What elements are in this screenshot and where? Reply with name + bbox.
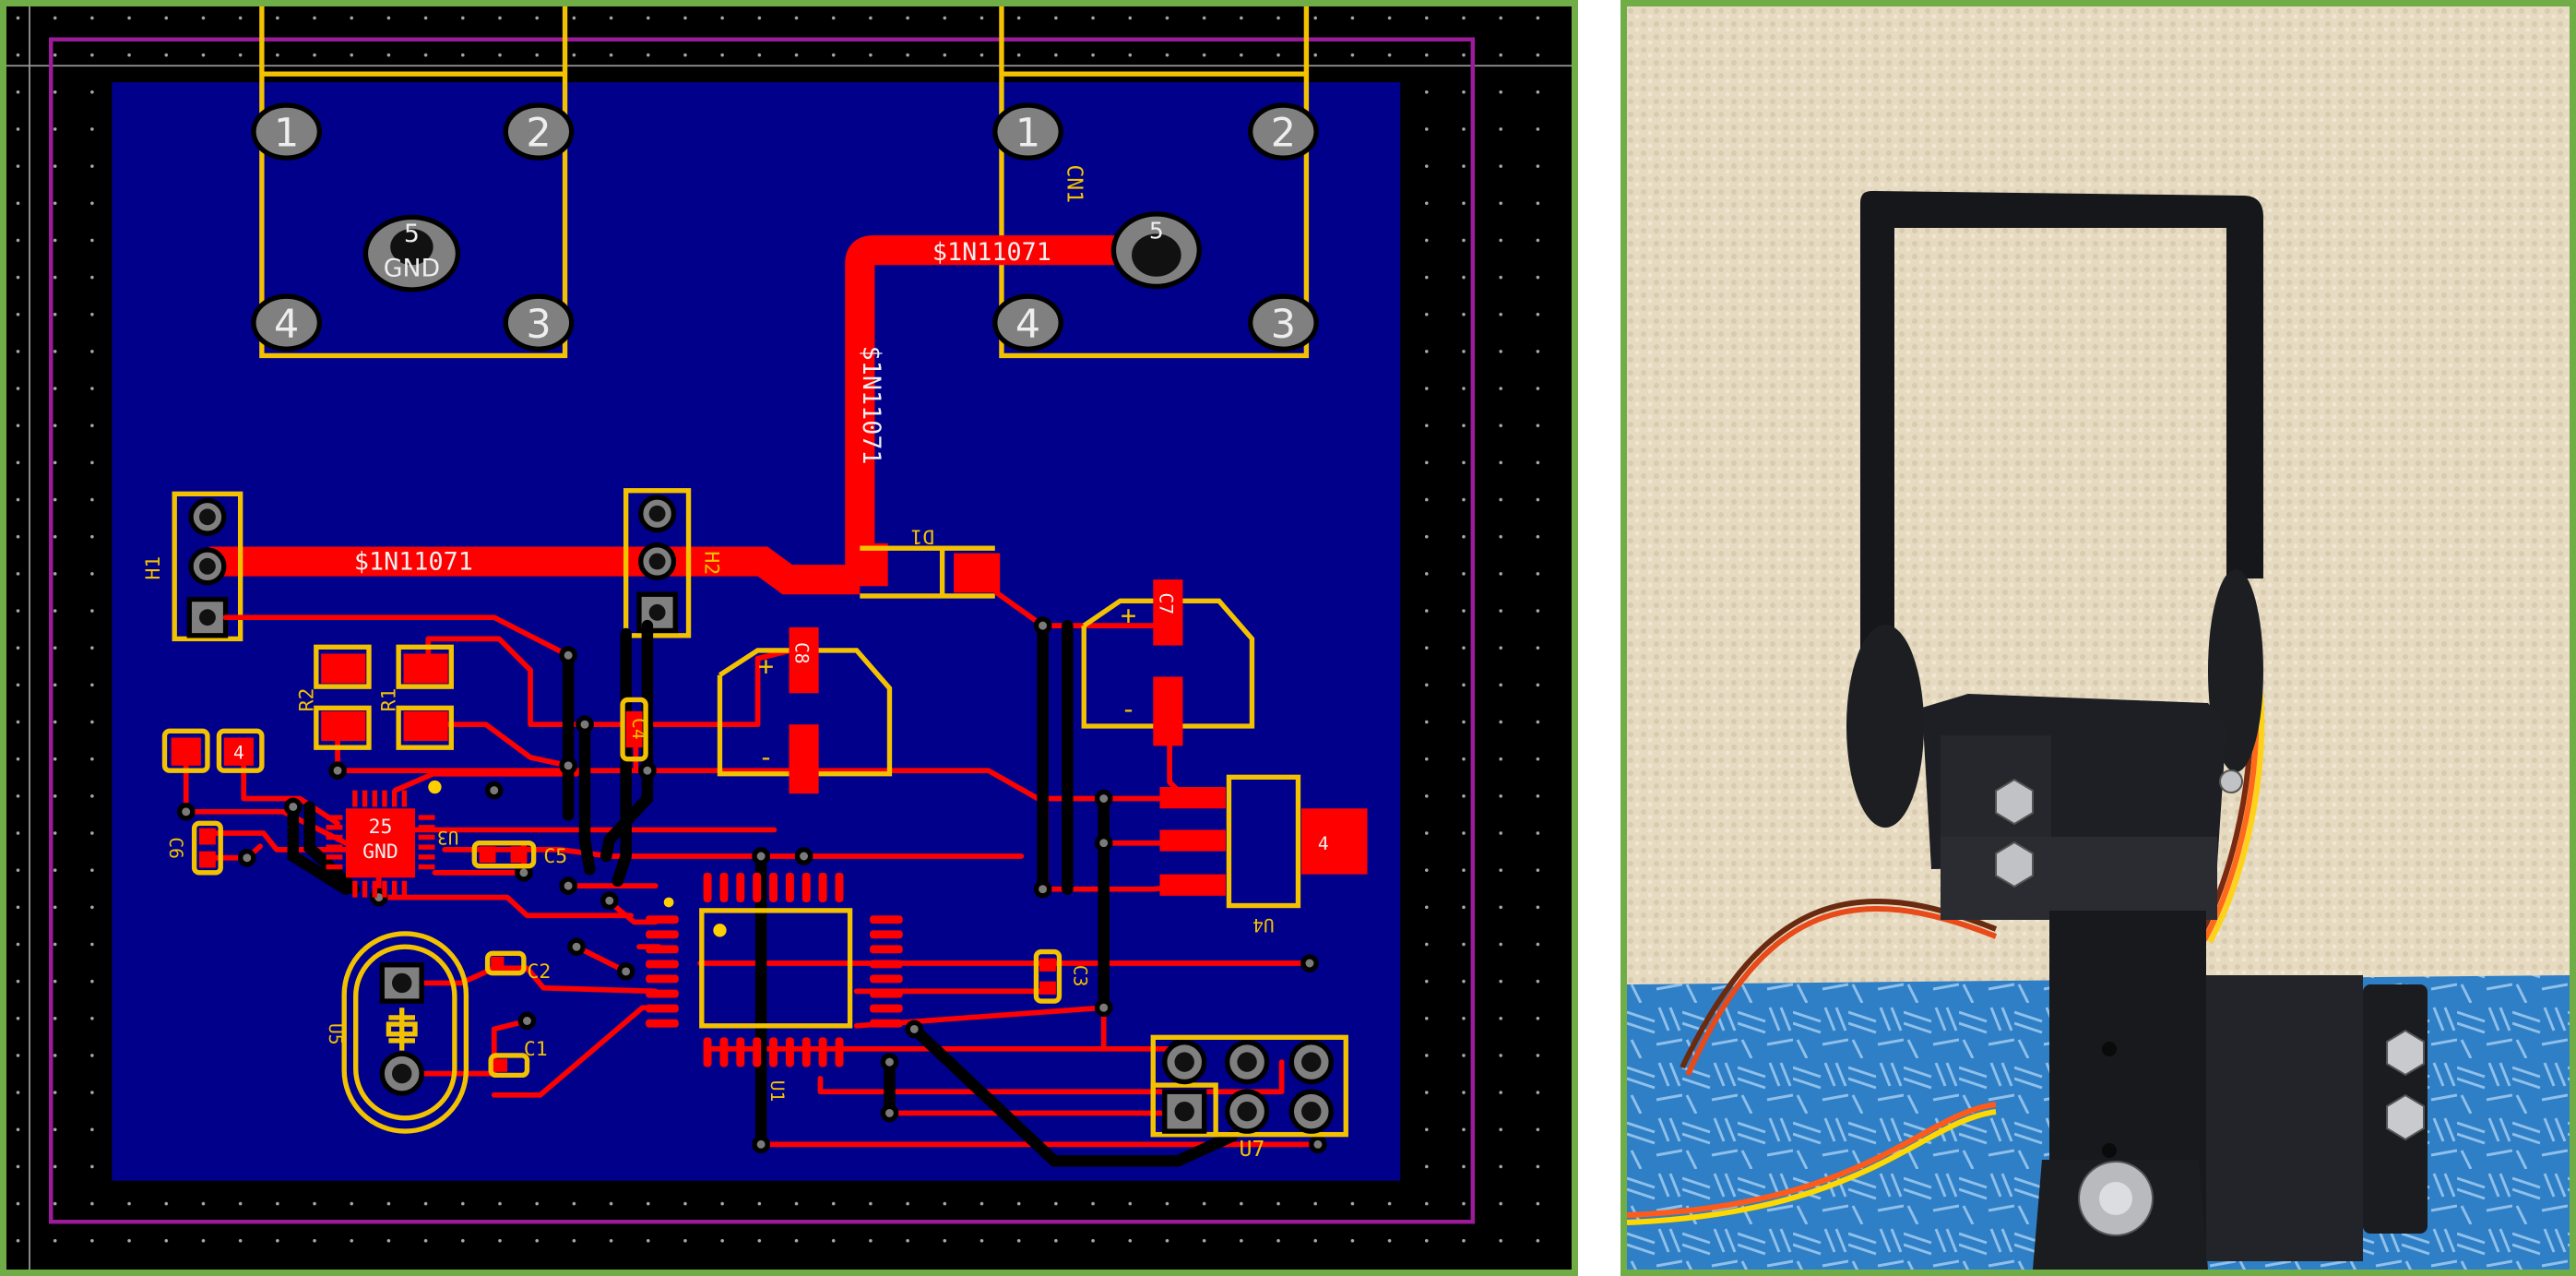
svg-text:D1: D1 xyxy=(910,525,934,548)
svg-text:C1: C1 xyxy=(524,1038,548,1061)
capacitor-c7: + - C7 xyxy=(1081,579,1255,746)
svg-text:2: 2 xyxy=(1271,111,1296,157)
svg-text:C8: C8 xyxy=(791,642,813,664)
capacitor-c8: + - C8 xyxy=(717,626,893,794)
svg-text:R1: R1 xyxy=(378,688,401,712)
svg-text:U1: U1 xyxy=(766,1080,788,1103)
jack-left-pin-1[interactable]: 1 xyxy=(251,102,323,161)
svg-text:-: - xyxy=(1121,693,1136,724)
svg-text:C7: C7 xyxy=(1155,592,1176,614)
jack-cn1-pin-2[interactable]: 2 xyxy=(1247,102,1319,161)
svg-text:4: 4 xyxy=(274,302,299,348)
jack-left-pin-3[interactable]: 3 xyxy=(503,293,575,352)
svg-text:U7: U7 xyxy=(1239,1137,1264,1162)
crystal-u5: U5 xyxy=(325,931,469,1134)
svg-text:1: 1 xyxy=(274,111,299,157)
svg-text:U4: U4 xyxy=(1252,914,1275,936)
jack-left-pin-5-gnd[interactable]: 5 GND xyxy=(362,214,461,292)
svg-text:C4: C4 xyxy=(628,718,649,740)
svg-text:H1: H1 xyxy=(142,556,165,580)
svg-text:U5: U5 xyxy=(325,1023,346,1045)
ic-u3: 25 GND U3 xyxy=(326,780,459,898)
capacitor-c4: C4 xyxy=(620,697,649,762)
header-u7: U7 xyxy=(1150,1034,1348,1162)
jack-cn1-pin-4[interactable]: 4 xyxy=(992,293,1063,352)
power-jack-left: 1 2 4 3 5 GND xyxy=(251,6,575,359)
resistor-r1: R1 xyxy=(378,644,454,750)
svg-text:4: 4 xyxy=(233,743,244,764)
cn1-label: CN1 xyxy=(1062,164,1086,203)
svg-text:GND: GND xyxy=(362,841,398,864)
jack-left-pin-4[interactable]: 4 xyxy=(251,293,323,352)
net-label-vertical: $1N11071 xyxy=(857,346,885,465)
capacitor-c5: C5 xyxy=(471,841,567,869)
u7-pin-5[interactable] xyxy=(1224,1089,1270,1134)
svg-text:-: - xyxy=(758,741,774,772)
u7-pin-6[interactable] xyxy=(1288,1089,1334,1134)
capacitor-c6: C6 xyxy=(165,820,223,876)
u7-pin-1[interactable] xyxy=(1162,1040,1207,1085)
base-servo xyxy=(2078,975,2428,1261)
svg-text:2: 2 xyxy=(526,111,551,157)
net-label-header: $1N11071 xyxy=(354,547,473,576)
pcb-layout-panel: 1 2 4 3 5 GND CN1 1 2 4 3 $1N11071 $1N11… xyxy=(0,0,1578,1276)
u7-pin-4[interactable] xyxy=(1162,1089,1207,1134)
svg-text:1: 1 xyxy=(1015,111,1040,157)
servo-bracket-photo xyxy=(1620,0,2576,1276)
net-1n11071[interactable]: $1N11071 $1N11071 $1N11071 xyxy=(208,235,1157,595)
u7-pin-3[interactable] xyxy=(1288,1040,1334,1085)
svg-text:GND: GND xyxy=(384,255,440,283)
svg-text:5: 5 xyxy=(404,220,420,248)
jack-cn1-pin-5[interactable]: 5 xyxy=(1110,211,1202,290)
capacitor-c2: C2 xyxy=(484,950,551,984)
u7-pin-2[interactable] xyxy=(1224,1040,1270,1085)
h1-pin-1[interactable] xyxy=(188,497,227,536)
regulator-u4: 4 U4 xyxy=(1159,774,1368,936)
pcb-canvas: 1 2 4 3 5 GND CN1 1 2 4 3 $1N11071 $1N11… xyxy=(6,6,1572,1270)
photo-canvas xyxy=(1627,6,2570,1270)
svg-text:4: 4 xyxy=(1318,833,1329,854)
upper-servo xyxy=(1922,694,2243,920)
h2-pin-2[interactable] xyxy=(638,542,677,581)
svg-text:R2: R2 xyxy=(295,688,318,712)
power-jack-cn1: CN1 1 2 4 3 xyxy=(992,6,1319,359)
bottom-traces xyxy=(287,619,1239,1167)
svg-text:C6: C6 xyxy=(165,837,186,859)
svg-text:H2: H2 xyxy=(699,551,722,575)
svg-text:5: 5 xyxy=(1149,218,1164,244)
h2-pin-1[interactable] xyxy=(638,495,677,533)
jack-cn1-pin-3[interactable]: 3 xyxy=(1247,293,1319,352)
diode-d1: D1 xyxy=(860,525,1001,599)
board-outline xyxy=(48,37,1476,1224)
h1-pin-2[interactable] xyxy=(188,547,227,586)
header-h2: H2 xyxy=(623,488,722,638)
resistor-r2: R2 xyxy=(295,644,372,750)
u5-pin-1[interactable] xyxy=(379,962,424,1004)
capacitor-c1: C1 xyxy=(488,1038,548,1079)
svg-text:C5: C5 xyxy=(543,845,567,868)
ic-u1: U1 xyxy=(646,872,903,1103)
net-label-top: $1N11071 xyxy=(932,238,1051,267)
svg-text:C3: C3 xyxy=(1070,965,1091,987)
capacitor-c3: C3 xyxy=(1033,948,1091,1004)
svg-text:U3: U3 xyxy=(437,827,459,848)
jack-cn1-pin-1[interactable]: 1 xyxy=(992,102,1063,161)
jack-left-pin-2[interactable]: 2 xyxy=(503,102,575,161)
svg-text:3: 3 xyxy=(1271,302,1296,348)
svg-text:C2: C2 xyxy=(527,960,551,984)
svg-text:4: 4 xyxy=(1015,302,1040,348)
svg-text:+: + xyxy=(1121,599,1136,630)
u5-pin-2[interactable] xyxy=(379,1051,424,1096)
svg-text:25: 25 xyxy=(369,816,393,839)
svg-text:3: 3 xyxy=(526,302,551,348)
led-component: 4 xyxy=(161,728,265,773)
svg-text:+: + xyxy=(758,650,774,682)
h1-pin-3[interactable] xyxy=(186,596,229,638)
